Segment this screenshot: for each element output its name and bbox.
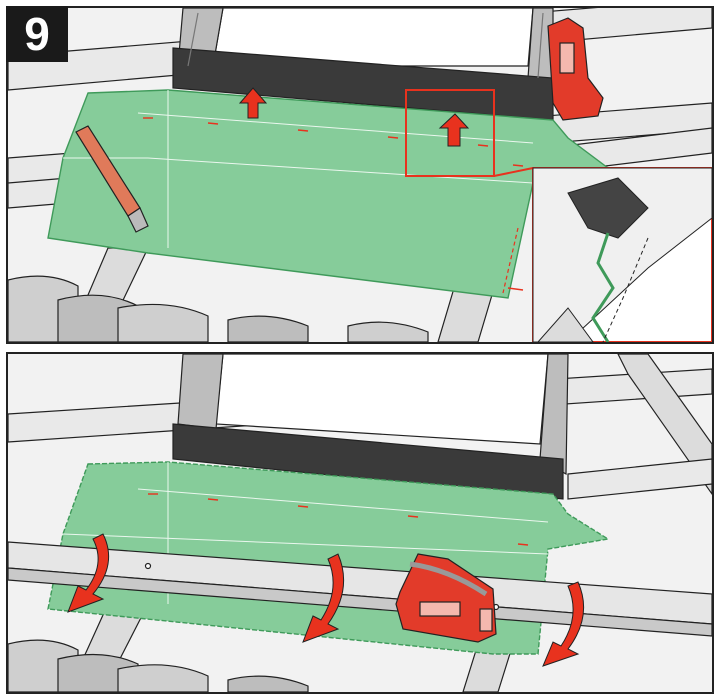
- roof-tiles: [8, 639, 309, 692]
- fold-arrow-3: [542, 581, 585, 667]
- up-arrows: [238, 87, 470, 147]
- utility-knife: [75, 125, 149, 233]
- staple-gun-icon: [395, 553, 497, 643]
- top-illustration-panel: [6, 6, 714, 344]
- window-frame: [172, 354, 569, 500]
- up-arrow-left: [238, 87, 268, 119]
- window-glass: [215, 354, 549, 445]
- step-number-badge: 9: [6, 6, 68, 62]
- bottom-illustration-panel: [6, 352, 714, 694]
- detail-inset: [532, 167, 712, 342]
- top-illustration: [8, 8, 712, 342]
- up-arrow-right: [438, 113, 470, 147]
- detail-highlight-box: [405, 89, 495, 177]
- roof-tiles: [8, 275, 429, 342]
- fold-arrow-1: [67, 533, 110, 613]
- bottom-illustration: [8, 354, 712, 692]
- staple-gun-icon: [547, 17, 604, 121]
- fold-down-arrows: [67, 533, 585, 667]
- window-frame: [172, 8, 554, 121]
- fold-arrow-2: [302, 553, 345, 643]
